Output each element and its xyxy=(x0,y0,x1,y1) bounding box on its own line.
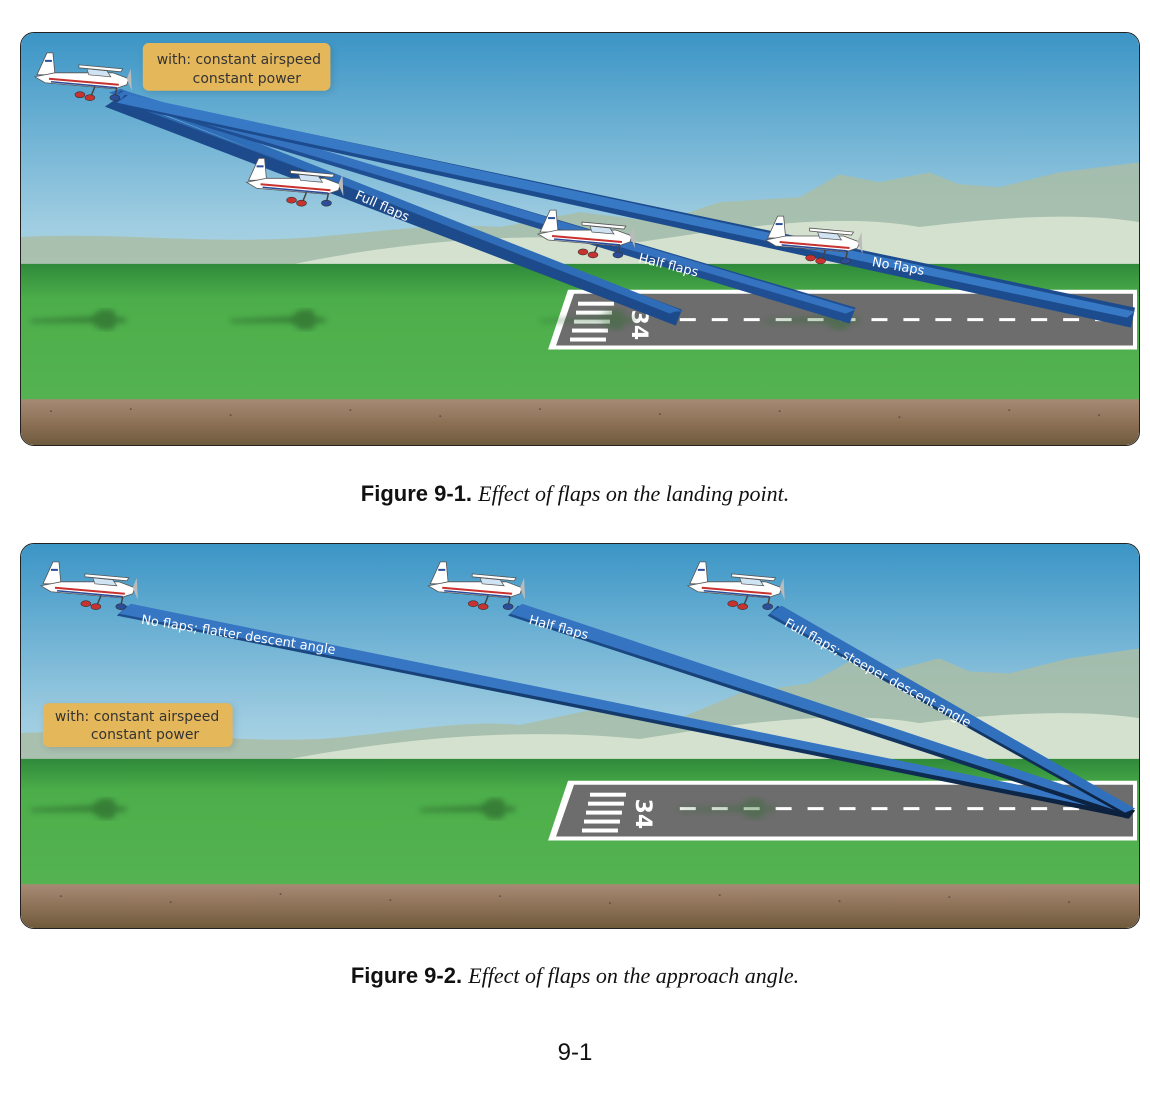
note-line-2: constant power xyxy=(91,727,200,743)
note-line-1: with: constant airspeed xyxy=(157,52,321,68)
half-flaps-beam xyxy=(112,90,856,314)
figure-landing-point: 34 Full flaps xyxy=(20,32,1140,446)
no-flaps-beam xyxy=(116,94,1136,318)
caption-text: Effect of flaps on the approach angle. xyxy=(468,963,800,988)
runway-number: 34 xyxy=(630,799,655,829)
runway-number: 34 xyxy=(626,310,651,340)
figure-caption: Figure 9-1. Effect of flaps on the landi… xyxy=(0,481,1150,507)
note-line-1: with: constant airspeed xyxy=(55,709,219,725)
dirt-specks xyxy=(49,408,1101,419)
landing-point-illustration: 34 Full flaps xyxy=(21,33,1139,445)
ground-strip xyxy=(21,399,1139,445)
glide-path-beams xyxy=(104,88,1136,328)
conditions-note: with: constant airspeed constant power xyxy=(42,703,235,749)
glide-path-beams xyxy=(116,603,1136,819)
full-flaps-beam xyxy=(108,88,680,314)
page-number: 9-1 xyxy=(557,1039,593,1066)
full-flaps-beam xyxy=(769,605,1136,813)
no-flaps-beam xyxy=(118,603,1136,813)
note-line-2: constant power xyxy=(193,71,302,87)
figure-caption: Figure 9-2. Effect of flaps on the appro… xyxy=(0,963,1150,989)
caption-number: Figure 9-1. xyxy=(360,481,473,506)
figure-approach-angle: 34 No flaps; flatter descent angle Half … xyxy=(20,543,1140,929)
conditions-note: with: constant airspeed constant power xyxy=(142,42,333,93)
half-flaps-beam xyxy=(510,603,1136,813)
approach-angle-illustration: 34 No flaps; flatter descent angle Half … xyxy=(21,544,1139,928)
caption-number: Figure 9-2. xyxy=(350,963,463,988)
full-flaps-beam-side xyxy=(104,98,682,326)
runway: 34 xyxy=(548,780,1138,841)
caption-text: Effect of flaps on the landing point. xyxy=(478,481,790,506)
ground-strip xyxy=(21,884,1139,928)
dirt-specks xyxy=(59,893,1071,905)
threshold-markings xyxy=(581,792,626,833)
